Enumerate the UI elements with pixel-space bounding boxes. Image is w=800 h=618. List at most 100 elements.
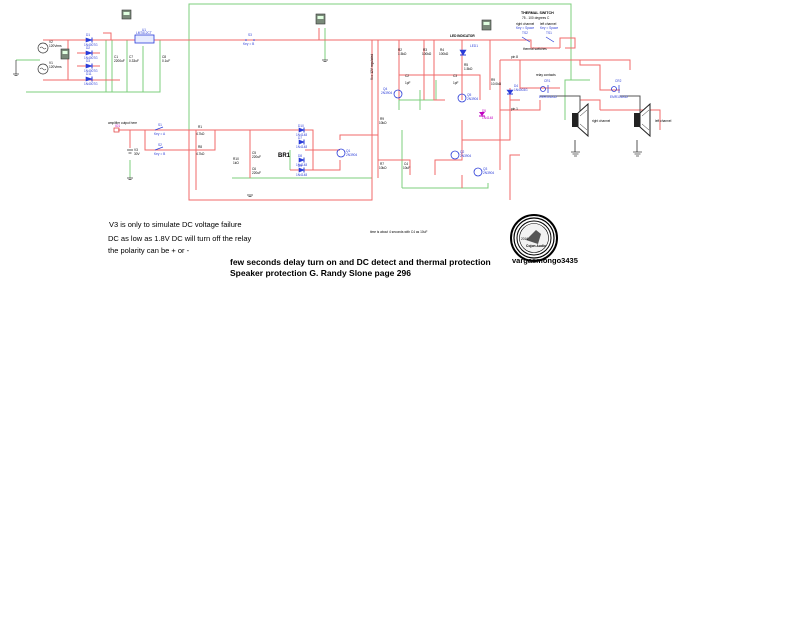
cr2-ref: CR2 (615, 79, 622, 83)
d4-ref: D4 (514, 84, 518, 88)
r5-ref: R5 (464, 63, 468, 67)
r8-value: 4.7kΩ (196, 152, 205, 156)
thermal-switch-ts1[interactable] (545, 36, 555, 43)
d8-ref: D8 (298, 154, 302, 158)
cr1-part: EMR101A12 (539, 95, 557, 99)
u1-part: LM7812CT (136, 31, 152, 35)
ts1-key: Key = Space (540, 26, 558, 30)
r4-ref: R4 (440, 48, 444, 52)
v2-label: V2 (49, 40, 53, 44)
bridge-br1-diodes (298, 127, 305, 173)
c8-ref: C8 (162, 55, 166, 59)
note-dc-low: DC as low as 1.8V DC will turn off the r… (108, 234, 252, 243)
transistor-q3 (473, 167, 483, 177)
thermal-switch-ts2[interactable] (521, 36, 531, 43)
q3-part: 2N3904 (483, 171, 494, 175)
q3-ref: Q3 (483, 167, 487, 171)
badge-year: 2016 (521, 237, 528, 241)
d1-part: 1N4007G (84, 43, 98, 47)
led-indicator-label: LED INDICATOR (450, 34, 475, 38)
transistor-q4 (393, 89, 403, 99)
d2-part: 1N4007G (84, 56, 98, 60)
c3-ref: C3 (453, 74, 457, 78)
ts2-key: Key = Space (516, 26, 534, 30)
speaker-left-icon (634, 102, 651, 138)
c6-value: 220uF (252, 171, 261, 175)
r2-ref: R2 (398, 48, 402, 52)
r1-ref: R1 (198, 125, 202, 129)
d11-ref: D11 (86, 72, 92, 76)
speaker-left-label: left channel (655, 119, 672, 123)
c2-value: 1pF (405, 81, 411, 85)
r5-value: 1.5kΩ (464, 67, 473, 71)
probe-xmm4[interactable] (481, 19, 492, 31)
note-credit: Speaker protection G. Randy Slone page 2… (230, 268, 411, 278)
d10-part: 1N4148 (296, 133, 307, 137)
ts1-ref: TS1 (546, 31, 552, 35)
relay-contacts-label: relay contacts (536, 73, 556, 77)
r3-value: 100kΩ (422, 52, 432, 56)
relay-contact-cr2 (611, 85, 620, 93)
speaker-right-icon (572, 102, 589, 138)
input-connector[interactable] (113, 127, 120, 133)
switch-s1[interactable] (154, 126, 164, 131)
r1-value: 4.7kΩ (196, 132, 205, 136)
q1-part: 2N3904 (346, 153, 357, 157)
q1-ref: Q1 (346, 149, 350, 153)
d9-part: 1N4148 (296, 173, 307, 177)
probe-xmm1[interactable] (121, 9, 132, 20)
c2-ref: C2 (405, 74, 409, 78)
thermal-switch-title: THERMAL SWITCH (521, 11, 554, 15)
d5-part: 1N4148 (482, 116, 493, 120)
d3-part: 1N4007G (84, 69, 98, 73)
c3-value: 1pF (453, 81, 459, 85)
io1-ref: IO1 (115, 124, 120, 128)
d7-part: 1N4148 (296, 145, 307, 149)
br1-label: BR1 (278, 153, 291, 159)
probe-xmm3[interactable] (315, 13, 326, 25)
author-badge-icon: 2016 Cojon Audio (510, 214, 558, 262)
r9-value: 10.0kΩ (491, 82, 502, 86)
r9-ref: R9 (491, 78, 495, 82)
speaker-wires (540, 95, 641, 152)
r7-value: 10kΩ (379, 121, 387, 125)
d1-ref: D1 (86, 33, 90, 37)
r3-ref: R3 (423, 48, 427, 52)
transistor-q5 (457, 93, 467, 103)
thermal-caption: thermal switches (523, 47, 547, 51)
dc-source-v3 (127, 149, 133, 154)
u1-ref: U1 (142, 28, 146, 32)
c6-ref: C6 (252, 167, 256, 171)
switch-s3[interactable] (245, 39, 255, 41)
r2-value: 1.5kΩ (398, 52, 407, 56)
q2-ref: Q2 (460, 150, 464, 154)
c7-ref: C7 (129, 55, 133, 59)
cr2-part: EMR101A12 (610, 95, 628, 99)
r10-value: 1kΩ (233, 161, 239, 165)
ac-source-v2 (37, 42, 49, 54)
ts2-ref: TS2 (522, 31, 528, 35)
d10-ref: D10 (298, 124, 304, 128)
probe-xmm2[interactable] (60, 48, 70, 60)
ac-source-v1 (37, 63, 49, 75)
c5-value: 220uF (252, 155, 261, 159)
q4-ref: Q4 (383, 87, 387, 91)
thermal-range: 75 - 100 degrees C (522, 16, 550, 20)
note-timing: time is about 4 seconds with C4 as 10uF (370, 230, 428, 234)
relay-contact-cr1 (540, 85, 549, 93)
led1-ref: LED1 (470, 44, 478, 48)
diode-d4 (506, 89, 514, 95)
s2-ref: S2 (158, 143, 162, 147)
s2-key: Key = B (154, 152, 165, 156)
speaker-right-label: right channel (592, 119, 611, 123)
ts1-channel: left channel (540, 22, 557, 26)
s3-ref: S3 (248, 33, 252, 37)
s3-key: Key = B (243, 42, 254, 46)
c7-value: 0.33uF (129, 59, 139, 63)
r10-ref: R10 (233, 157, 239, 161)
switch-s2[interactable] (154, 146, 164, 151)
d7-ref: D7 (298, 136, 302, 140)
s1-ref: S1 (158, 123, 162, 127)
r4-value: 100kΩ (439, 52, 449, 56)
